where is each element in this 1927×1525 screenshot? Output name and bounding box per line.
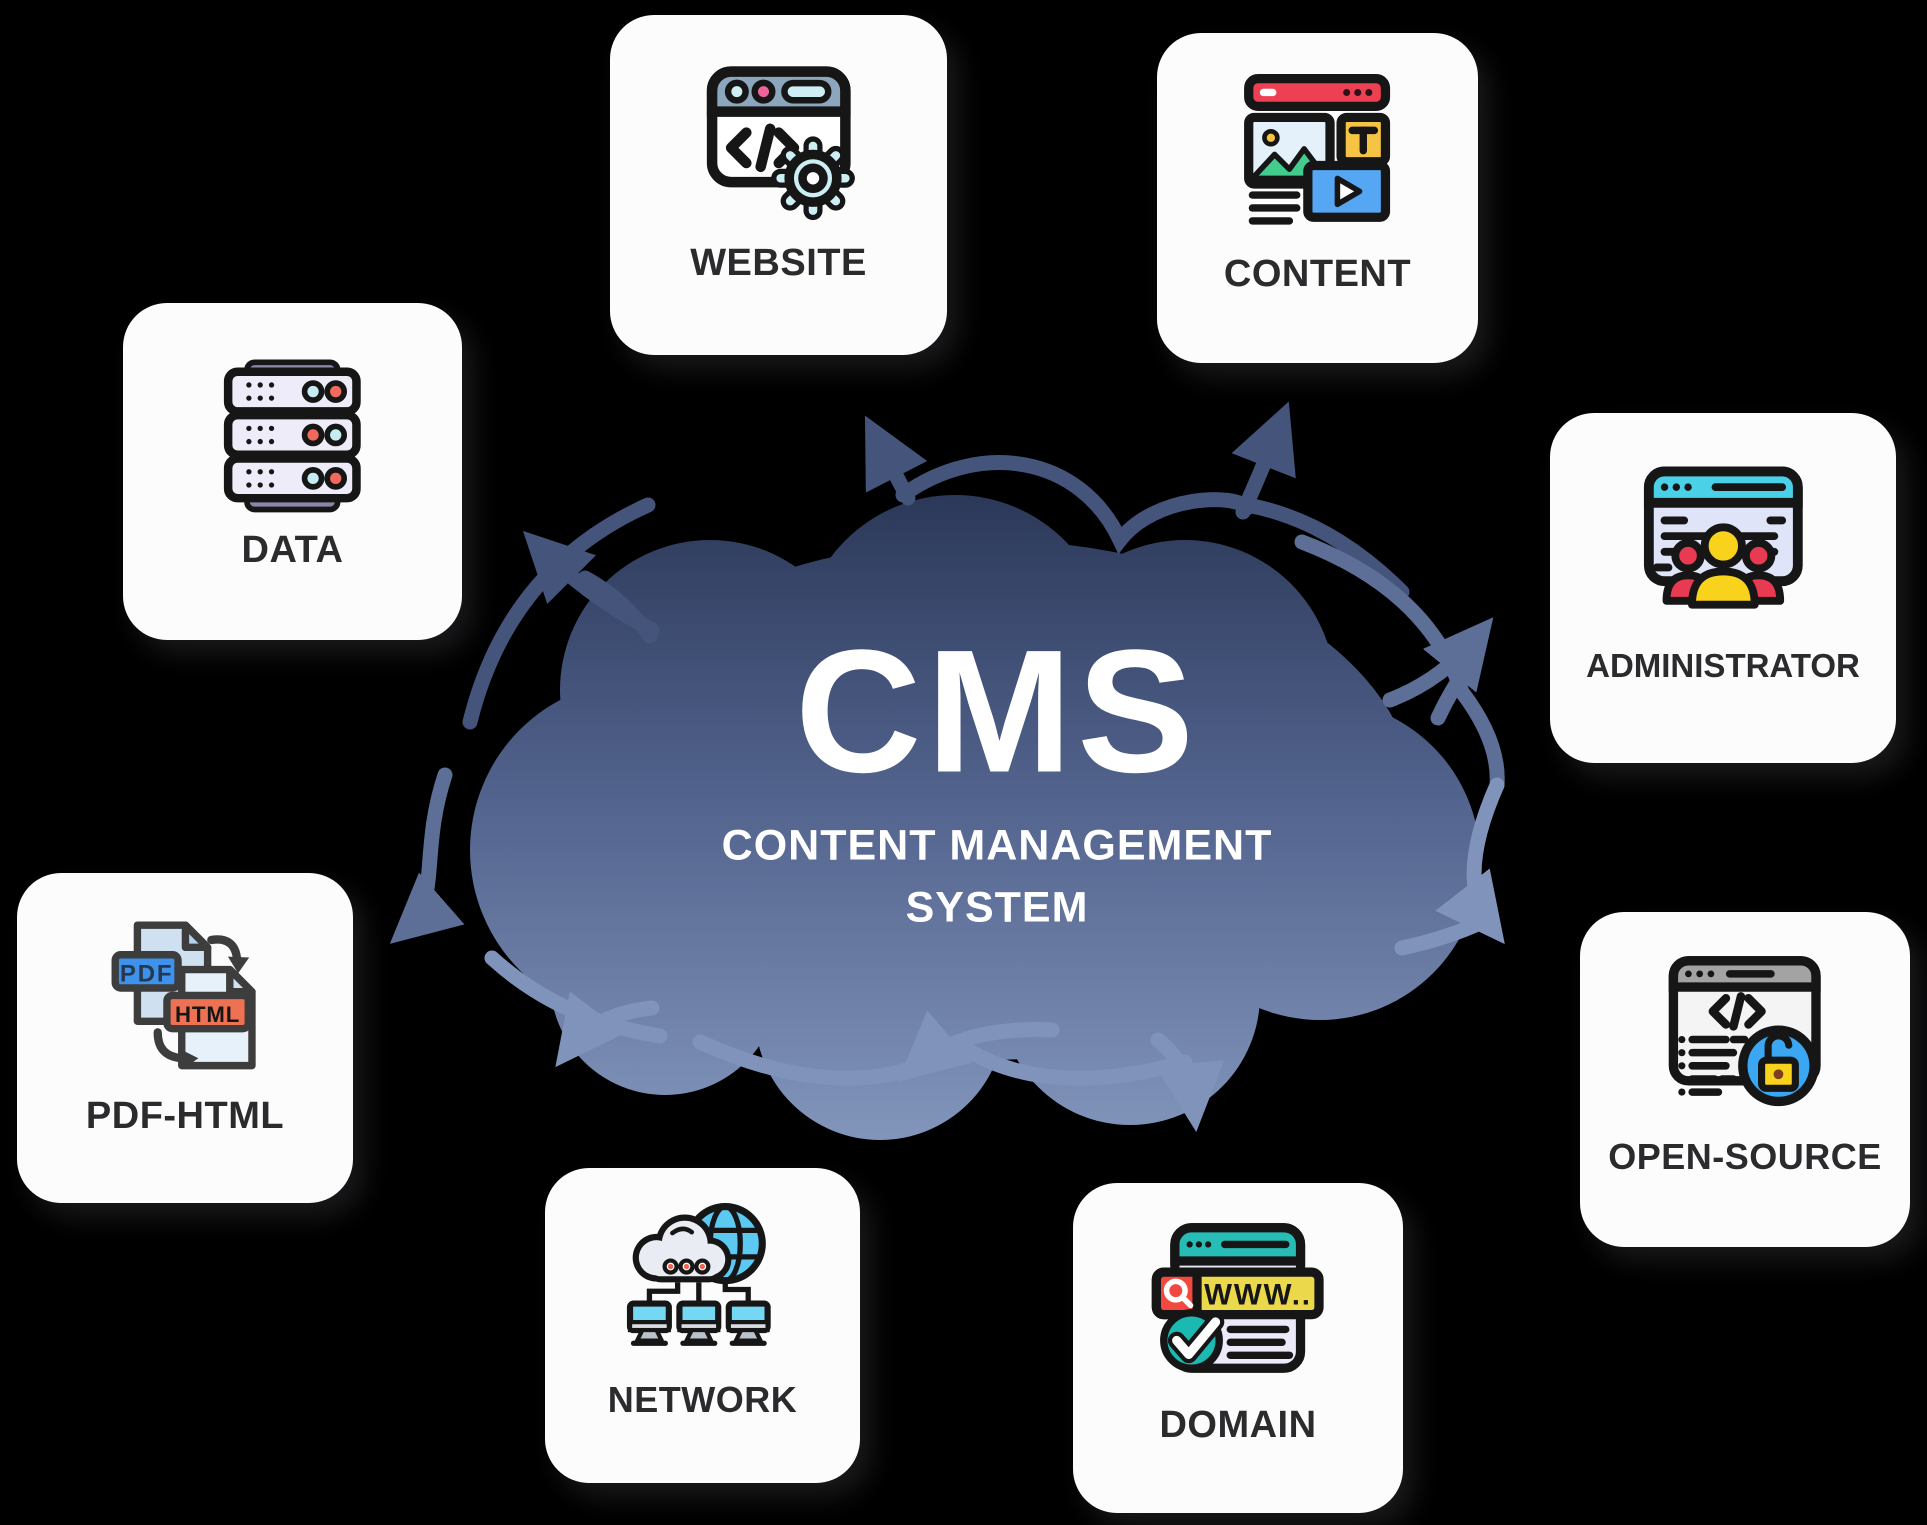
svg-text:HTML: HTML [175, 1002, 240, 1027]
card-open-source: OPEN-SOURCE [1580, 912, 1910, 1247]
pdf-to-html-convert-icon: PDF HTML [88, 903, 283, 1088]
outward-arrow [1231, 401, 1296, 520]
mixed-media-content-icon [1224, 62, 1410, 247]
outward-arrow [897, 1010, 1060, 1082]
cms-subtitle-line1: CONTENT MANAGEMENT [721, 821, 1273, 870]
card-pdf-html: PDF HTML PDF-HTML [17, 873, 353, 1203]
card-label: WEBSITE [690, 242, 867, 285]
outward-arrow [1435, 777, 1505, 945]
cloud-globe-computers-icon [611, 1196, 794, 1372]
cloud-arc [895, 455, 1255, 555]
cms-subtitle-line2: SYSTEM [905, 883, 1089, 932]
svg-text:WWW..: WWW.. [1204, 1278, 1312, 1311]
browser-www-check-icon: WWW.. [1142, 1213, 1333, 1398]
cloud-arrows [389, 401, 1505, 1133]
card-label: ADMINISTRATOR [1586, 647, 1860, 685]
card-label: DATA [241, 528, 344, 571]
card-label: PDF-HTML [85, 1094, 285, 1137]
cms-title: CMS [795, 614, 1199, 810]
cloud-arc [1239, 497, 1410, 600]
card-label: DOMAIN [1159, 1404, 1317, 1447]
cloud-shape [470, 495, 1480, 1140]
card-network: NETWORK [545, 1168, 860, 1483]
card-content: CONTENT [1157, 33, 1478, 363]
cloud-arc [577, 570, 658, 644]
outward-arrow [389, 767, 465, 944]
admin-users-window-icon [1623, 444, 1824, 640]
browser-code-gear-icon [681, 45, 876, 235]
svg-text:PDF: PDF [119, 961, 173, 988]
card-label: OPEN-SOURCE [1608, 1135, 1882, 1177]
card-label: CONTENT [1223, 253, 1412, 296]
card-administrator: ADMINISTRATOR [1550, 413, 1896, 763]
outward-arrow [555, 991, 660, 1068]
code-window-unlock-icon [1649, 942, 1840, 1130]
outward-arrow [864, 415, 928, 506]
cloud-arc [1430, 656, 1478, 726]
outward-arrow [1150, 1032, 1225, 1133]
card-data: DATA [123, 303, 462, 640]
cloud-arc [1394, 914, 1490, 956]
card-label: NETWORK [607, 1379, 798, 1421]
server-stack-icon [194, 334, 391, 523]
outward-arrow [1382, 617, 1494, 708]
card-domain: WWW.. DOMAIN [1073, 1183, 1403, 1513]
computers [627, 1300, 771, 1347]
card-website: WEBSITE [610, 15, 947, 355]
